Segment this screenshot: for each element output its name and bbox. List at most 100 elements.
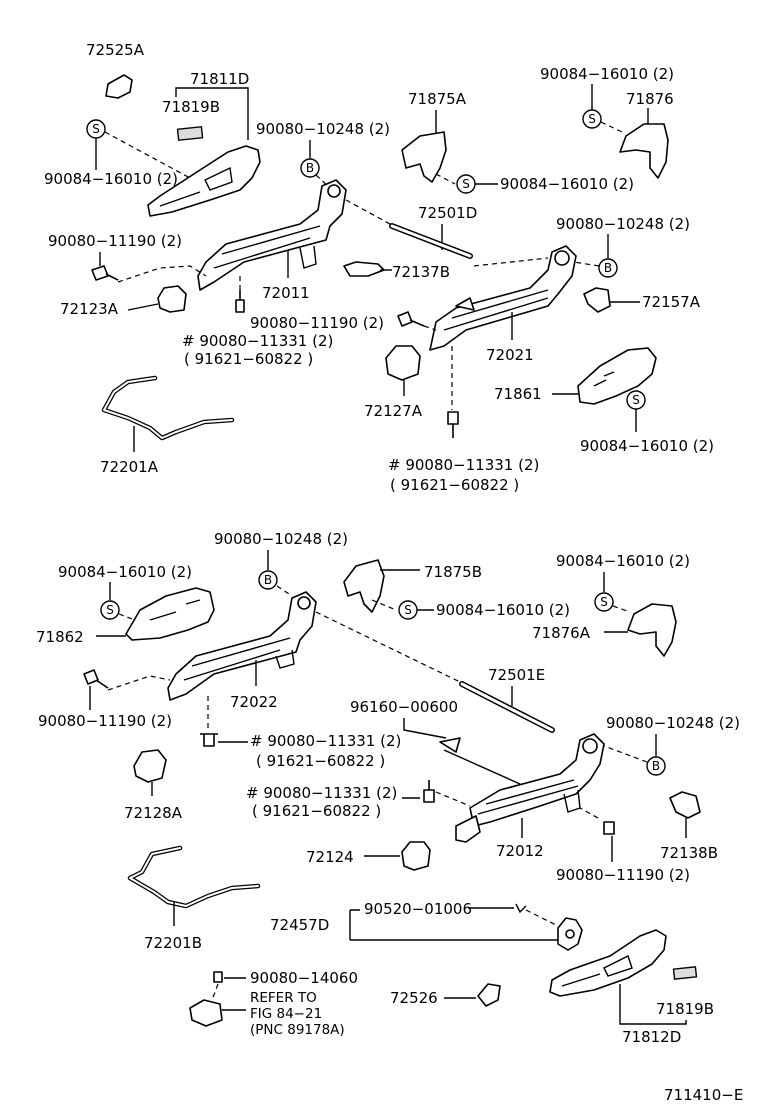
label-72457D: 72457D [270, 916, 329, 934]
label-71876: 71876 [626, 90, 674, 108]
label-90080-11331-b1: # 90080−11331 (2) [250, 732, 401, 750]
leader-72457D [349, 909, 560, 941]
leader-71812D [619, 984, 687, 1025]
part-90520-clip [515, 903, 527, 914]
label-71861: 71861 [494, 385, 542, 403]
svg-text:B: B [604, 261, 612, 275]
part-bolt-t1 [91, 265, 119, 281]
svg-text:S: S [462, 177, 470, 191]
label-90080-10248-b1: 90080−10248 (2) [214, 530, 348, 548]
label-91621-60822-b2: ( 91621−60822 ) [252, 802, 381, 820]
part-72011-track [197, 179, 347, 291]
part-bolt-b1 [83, 669, 109, 689]
part-72012-bar [443, 749, 521, 785]
part-71812D-cover [549, 929, 667, 997]
label-72123A: 72123A [60, 300, 119, 318]
label-90084-16010-m2: 90084−16010 (2) [436, 601, 570, 619]
part-72157A-clip [583, 287, 611, 313]
dash-bolt-t1 [117, 265, 207, 283]
label-72012: 72012 [496, 842, 544, 860]
label-90520-01006: 90520−01006 [364, 900, 472, 918]
label-72137B: 72137B [392, 263, 450, 281]
part-bolt-11331-b2 [423, 780, 435, 803]
badge-s-br: S [594, 592, 614, 612]
part-72526-clip [477, 983, 501, 1007]
label-91621-60822-b1: ( 91621−60822 ) [256, 752, 385, 770]
label-72128A: 72128A [124, 804, 183, 822]
part-72022-rail [183, 637, 295, 681]
dash-bolt-14060 [211, 983, 219, 1001]
part-72012-track [469, 733, 605, 827]
part-72127A-bracket [385, 345, 421, 381]
part-71861-cover [577, 347, 657, 405]
part-72201B-wire-inner [129, 847, 259, 907]
label-90080-11190-t1: 90080−11190 (2) [48, 232, 182, 250]
label-90080-11331-t1: # 90080−11331 (2) [182, 332, 333, 350]
label-71811D: 71811D [190, 70, 249, 88]
leader-72123A [127, 303, 159, 311]
part-bolt-11331-b1 [200, 733, 218, 747]
svg-text:S: S [588, 112, 596, 126]
dash-90520 [525, 909, 559, 927]
part-72012-lever [439, 737, 461, 753]
label-90084-16010-br: 90084−16010 (2) [556, 552, 690, 570]
part-bolt-b2 [603, 821, 615, 835]
svg-text:S: S [92, 122, 100, 136]
label-refer-to: REFER TO [250, 990, 317, 1006]
label-72501E: 72501E [488, 666, 545, 684]
part-72021-rail [443, 289, 549, 331]
part-72201A-wire [101, 375, 235, 441]
part-72011-rail [213, 225, 321, 269]
label-90084-16010-m1: 90084−16010 (2) [500, 175, 634, 193]
part-71819B-bot [672, 966, 698, 980]
part-bolt-11331-t1 [235, 290, 245, 313]
part-71812D-detail [561, 955, 633, 987]
svg-text:B: B [264, 573, 272, 587]
badge-s-tl: S [86, 119, 106, 139]
part-72138B-clip [669, 791, 701, 819]
label-90080-14060: 90080−14060 [250, 969, 358, 987]
part-72011-pivot [327, 184, 341, 198]
part-71861-detail [593, 371, 615, 387]
part-71819B-top [176, 126, 204, 141]
label-90084-16010-tl: 90084−16010 (2) [44, 170, 178, 188]
badge-s-m1: S [456, 174, 476, 194]
label-90080-11331-b2: # 90080−11331 (2) [246, 784, 397, 802]
part-72201B-wire [127, 845, 261, 909]
part-71811D-cover [147, 145, 261, 217]
dash-72501D-l [345, 199, 391, 225]
part-72022-pivot [297, 596, 311, 610]
part-72012-pivot [582, 738, 598, 754]
label-72526: 72526 [390, 989, 438, 1007]
label-72201B: 72201B [144, 934, 202, 952]
label-72157A: 72157A [642, 293, 701, 311]
part-72123A-bracket [157, 285, 187, 313]
part-71876-cover [619, 123, 669, 179]
label-71812D: 71812D [622, 1028, 681, 1046]
label-90080-10248-t1: 90080−10248 (2) [256, 120, 390, 138]
part-bolt-11331-t2 [447, 411, 459, 438]
part-72124-bracket [401, 841, 431, 871]
label-71875B: 71875B [424, 563, 482, 581]
svg-text:S: S [632, 393, 640, 407]
part-71875A-cover [401, 131, 447, 183]
dash-s-tr [600, 121, 623, 133]
part-bolt-14060 [213, 971, 223, 983]
label-71876A: 71876A [532, 624, 591, 642]
part-72457D-hub [565, 929, 575, 939]
badge-b-t1: B [300, 158, 320, 178]
label-96160-00600: 96160−00600 [350, 698, 458, 716]
label-91621-60822-t1: ( 91621−60822 ) [184, 350, 313, 368]
label-90080-11190-t2: 90080−11190 (2) [250, 314, 384, 332]
badge-b-b2: B [646, 756, 666, 776]
label-90080-10248-t2: 90080−10248 (2) [556, 215, 690, 233]
dash-bolt-b1 [107, 675, 171, 691]
dash-b-b1 [276, 585, 293, 597]
label-72525A: 72525A [86, 41, 145, 59]
label-90084-16010-tr: 90084−16010 (2) [540, 65, 674, 83]
part-72128A-bracket [133, 749, 167, 783]
badge-s-tr: S [582, 109, 602, 129]
part-72021-track [429, 245, 577, 351]
label-refer-pnc: (PNC 89178A) [250, 1022, 345, 1038]
dash-b-t1 [315, 174, 331, 189]
